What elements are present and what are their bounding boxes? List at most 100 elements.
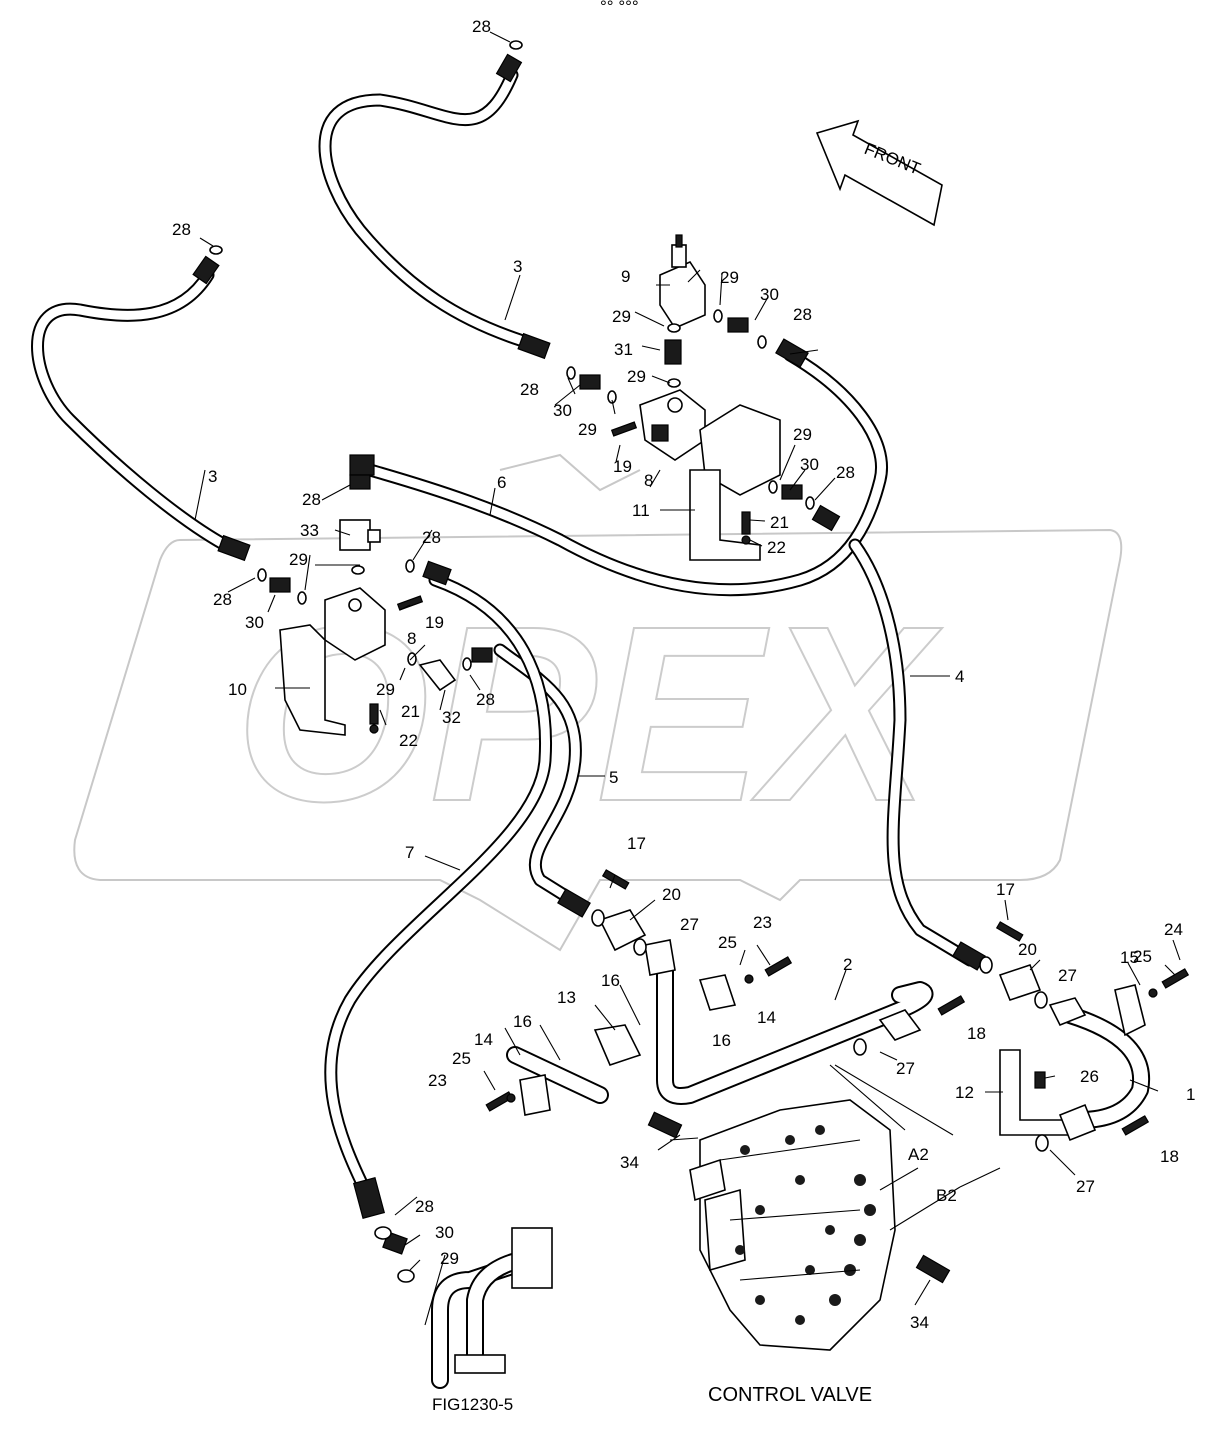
callout-6: 6 (497, 473, 506, 492)
callout-4: 4 (955, 667, 964, 686)
figure-reference: FIG1230-5 (432, 1395, 513, 1414)
callout-21: 21 (770, 513, 789, 532)
callout-27: 27 (1058, 966, 1077, 985)
clamps-13-14 (519, 939, 737, 1116)
callout-18: 18 (967, 1024, 986, 1043)
bracket-11 (689, 404, 781, 561)
control-valve (689, 1099, 896, 1351)
callout-8: 8 (644, 471, 653, 490)
callout-12: 12 (955, 1083, 974, 1102)
callout-25: 25 (1133, 947, 1152, 966)
callout-33: 33 (300, 521, 319, 540)
callout-numbers: 1 2 3 3 4 5 6 7 8 8 9 10 11 12 13 14 14 … (172, 17, 1195, 1332)
bolts (369, 421, 1190, 1136)
callout-22: 22 (767, 538, 786, 557)
control-valve-caption: CONTROL VALVE (708, 1384, 872, 1406)
callout-1: 1 (1186, 1085, 1195, 1104)
valve-block-8-upper (639, 389, 706, 461)
callout-30: 30 (800, 455, 819, 474)
o-rings (209, 40, 1049, 1283)
callout-27: 27 (1076, 1177, 1095, 1196)
callout-22: 22 (399, 731, 418, 750)
callout-29: 29 (720, 268, 739, 287)
callout-13: 13 (557, 988, 576, 1007)
bracket-12 (999, 1049, 1071, 1136)
callout-8: 8 (407, 629, 416, 648)
hose-4 (848, 538, 977, 967)
callout-28: 28 (476, 690, 495, 709)
callout-29: 29 (440, 1249, 459, 1268)
callout-24: 24 (1164, 920, 1183, 939)
callout-28: 28 (172, 220, 191, 239)
flange-pipe-1-bottom (1058, 1103, 1097, 1142)
top-marker: °° °°° (600, 0, 639, 16)
callout-19: 19 (425, 613, 444, 632)
callout-21: 21 (401, 702, 420, 721)
callout-14: 14 (474, 1030, 493, 1049)
callout-11: 11 (632, 501, 650, 520)
hose-3-upper (318, 68, 527, 347)
bracket-10 (279, 624, 346, 736)
callout-32: 32 (442, 708, 461, 727)
flange-20-right (998, 964, 1042, 1001)
port-label-a2: A2 (908, 1145, 929, 1164)
callout-25: 25 (452, 1049, 471, 1068)
watermark: OPEX (73, 453, 1123, 952)
callout-26: 26 (1080, 1067, 1099, 1086)
callout-30: 30 (245, 613, 264, 632)
callout-14: 14 (757, 1008, 776, 1027)
callout-16: 16 (513, 1012, 532, 1031)
fittings (192, 53, 986, 1284)
callout-16: 16 (712, 1031, 731, 1050)
callout-18: 18 (1160, 1147, 1179, 1166)
callout-29: 29 (578, 420, 597, 439)
callout-30: 30 (435, 1223, 454, 1242)
callout-17: 17 (996, 880, 1015, 899)
flange-pipe-2-end (878, 1009, 922, 1041)
callout-23: 23 (753, 913, 772, 932)
callout-30: 30 (553, 401, 572, 420)
callout-29: 29 (627, 367, 646, 386)
callout-2: 2 (843, 955, 852, 974)
callout-20: 20 (1018, 940, 1037, 959)
callout-27: 27 (680, 915, 699, 934)
hose-3-left (31, 268, 232, 552)
callout-25: 25 (718, 933, 737, 952)
port-label-b2: B2 (936, 1186, 957, 1205)
callout-29: 29 (289, 550, 308, 569)
bar-13-14 (506, 1046, 609, 1104)
callout-28: 28 (836, 463, 855, 482)
callout-9: 9 (621, 267, 630, 286)
pipe-2 (656, 956, 934, 1105)
callout-28: 28 (213, 590, 232, 609)
callout-15: 15 (1120, 948, 1139, 967)
flange-20-left (598, 909, 647, 952)
pipe-1 (1061, 1006, 1151, 1129)
callout-28: 28 (422, 528, 441, 547)
callout-28: 28 (472, 17, 491, 36)
callout-31: 31 (614, 340, 633, 359)
callout-20: 20 (662, 885, 681, 904)
elbow-32 (418, 659, 457, 692)
tee-33 (339, 519, 381, 551)
callout-28: 28 (520, 380, 539, 399)
leader-lines (194, 31, 1181, 1326)
callout-29: 29 (612, 307, 631, 326)
callout-3: 3 (208, 467, 217, 486)
callout-34: 34 (620, 1153, 639, 1172)
callout-29: 29 (793, 425, 812, 444)
callout-30: 30 (760, 285, 779, 304)
callout-16: 16 (601, 971, 620, 990)
flange-pipe-1-top (1048, 997, 1087, 1027)
callout-34: 34 (910, 1313, 929, 1332)
hose-7 (324, 573, 553, 1207)
callout-17: 17 (627, 834, 646, 853)
clamp-15 (1114, 984, 1146, 1037)
callout-3: 3 (513, 257, 522, 276)
callout-27: 27 (896, 1059, 915, 1078)
callout-5: 5 (609, 768, 618, 787)
callout-19: 19 (613, 457, 632, 476)
valve-block-9 (659, 234, 706, 330)
callout-10: 10 (228, 680, 247, 699)
